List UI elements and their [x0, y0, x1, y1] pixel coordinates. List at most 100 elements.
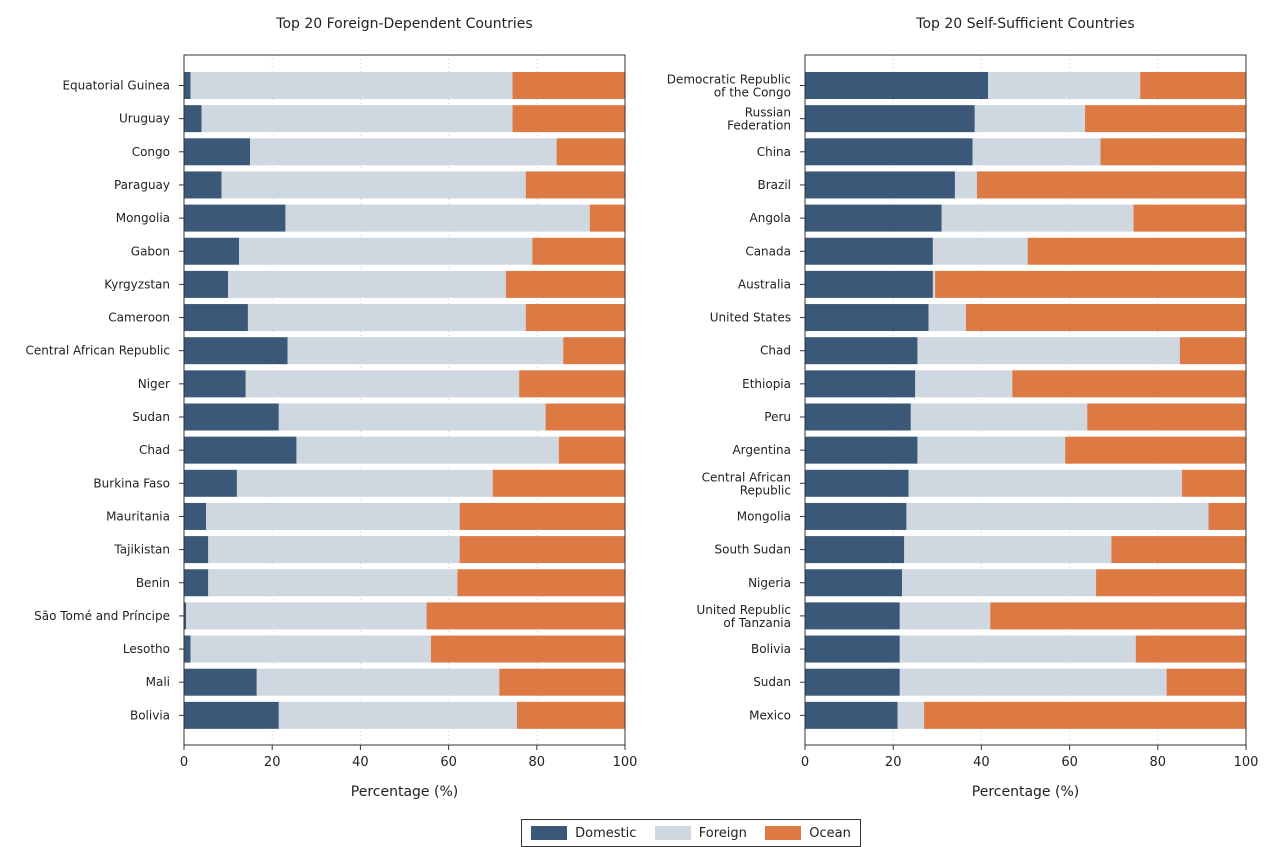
category-label: Burkina Faso	[93, 476, 170, 490]
category-label: Gabon	[131, 244, 170, 258]
bar-ocean	[512, 105, 625, 133]
bar-foreign	[228, 270, 506, 298]
legend-item-ocean: Ocean	[765, 826, 851, 841]
category-label: South Sudan	[715, 543, 792, 557]
x-tick-label: 60	[440, 755, 457, 770]
category-label: Peru	[764, 410, 791, 424]
legend-label-domestic: Domestic	[575, 825, 637, 841]
bar-domestic	[805, 72, 989, 99]
bar-domestic	[184, 536, 209, 564]
bar-foreign	[190, 635, 431, 663]
legend-item-foreign: Foreign	[654, 825, 747, 841]
bar-domestic	[184, 72, 191, 99]
category-label: Uruguay	[119, 112, 170, 126]
category-label: Mauritania	[106, 509, 170, 523]
category-label: Mongolia	[737, 509, 791, 523]
bar-domestic	[184, 502, 207, 530]
category-label: China	[757, 145, 791, 159]
legend-label-ocean: Ocean	[809, 825, 851, 841]
chart-2: Top 20 Self-Sufficient CountriesDemocrat…	[667, 16, 1259, 800]
bar-foreign	[899, 668, 1167, 696]
bar-foreign	[236, 469, 493, 497]
bar-ocean	[924, 701, 1246, 729]
bar-foreign	[296, 436, 559, 464]
bar-ocean	[1182, 469, 1246, 497]
bar-ocean	[563, 337, 625, 365]
bar-ocean	[558, 436, 625, 464]
category-label: Mali	[146, 675, 170, 689]
bar-domestic	[805, 171, 955, 199]
bar-domestic	[805, 370, 916, 398]
bar-foreign	[899, 602, 991, 630]
bar-ocean	[1085, 105, 1246, 133]
x-tick-label: 80	[529, 755, 546, 770]
bar-domestic	[805, 569, 903, 597]
bar-foreign	[250, 138, 557, 166]
bar-ocean	[459, 536, 625, 564]
category-label: Central African Republic	[26, 344, 170, 358]
bar-domestic	[184, 701, 279, 729]
bar-foreign	[239, 237, 533, 265]
bar-ocean	[1096, 569, 1246, 597]
bar-domestic	[184, 668, 257, 696]
bar-ocean	[976, 171, 1246, 199]
category-label: Sudan	[753, 675, 791, 689]
bar-ocean	[1111, 536, 1246, 564]
bar-domestic	[805, 337, 918, 365]
bar-domestic	[805, 138, 973, 166]
bar-foreign	[190, 72, 513, 99]
category-label: Brazil	[758, 178, 792, 192]
legend-label-foreign: Foreign	[698, 825, 747, 841]
chart-title: Top 20 Foreign-Dependent Countries	[275, 16, 532, 32]
bar-domestic	[805, 502, 907, 530]
bar-domestic	[805, 304, 929, 332]
bar-ocean	[990, 602, 1246, 630]
bar-domestic	[184, 105, 202, 133]
category-label: Mongolia	[116, 211, 170, 225]
chart-title: Top 20 Self-Sufficient Countries	[915, 16, 1134, 32]
bar-ocean	[1065, 436, 1246, 464]
bar-foreign	[917, 436, 1066, 464]
bar-foreign	[899, 635, 1136, 663]
bar-domestic	[805, 270, 933, 298]
category-label: Argentina	[732, 443, 791, 457]
bar-foreign	[904, 536, 1112, 564]
bar-ocean	[1087, 403, 1246, 431]
legend-swatch-ocean	[765, 826, 802, 840]
bar-foreign	[906, 502, 1209, 530]
category-label: Sudan	[132, 410, 170, 424]
bar-ocean	[457, 569, 625, 597]
category-label: Nigeria	[748, 576, 791, 590]
x-tick-label: 0	[180, 755, 188, 770]
category-label: Bolivia	[751, 642, 791, 656]
legend-swatch-foreign	[654, 826, 691, 840]
bar-domestic	[184, 270, 229, 298]
bar-ocean	[1179, 337, 1246, 365]
category-label: Lesotho	[123, 642, 170, 656]
bar-domestic	[184, 171, 222, 199]
bar-ocean	[1100, 138, 1246, 166]
bar-ocean	[589, 204, 625, 232]
bar-foreign	[917, 337, 1180, 365]
bar-domestic	[184, 138, 251, 166]
category-label: Chad	[760, 344, 791, 358]
bar-foreign	[245, 370, 520, 398]
bar-ocean	[430, 635, 625, 663]
bar-ocean	[525, 171, 625, 199]
bar-foreign	[954, 171, 977, 199]
bar-foreign	[278, 701, 517, 729]
bar-foreign	[201, 105, 513, 133]
bar-ocean	[556, 138, 625, 166]
plot-frame	[183, 54, 626, 746]
x-tick-label: 100	[1234, 755, 1259, 770]
x-tick-label: 40	[973, 755, 990, 770]
bar-foreign	[988, 72, 1141, 99]
category-label: Canada	[745, 244, 791, 258]
bar-ocean	[1012, 370, 1246, 398]
bar-domestic	[805, 105, 975, 133]
bar-ocean	[505, 270, 625, 298]
bar-domestic	[805, 237, 933, 265]
